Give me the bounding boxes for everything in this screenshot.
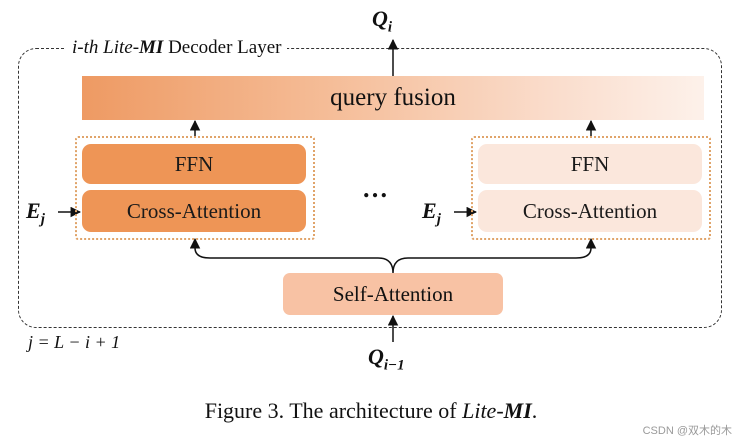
left-branch-group — [75, 136, 315, 240]
caption-model-bold: MI — [503, 398, 532, 423]
left-ffn-label: FFN — [174, 151, 214, 176]
left-ej-symbol: E — [26, 198, 41, 223]
watermark: CSDN @双木的木 — [642, 425, 732, 437]
left-ej-label: Ej — [26, 198, 45, 228]
left-cross-attention-label: Cross-Attention — [126, 198, 262, 223]
layer-title-prefix: i-th — [72, 37, 104, 58]
caption-prefix: Figure 3. The architecture of — [204, 398, 463, 423]
output-q-label: Qi — [372, 6, 392, 36]
right-ej-subscript: j — [436, 211, 441, 228]
right-cross-attention-label: Cross-Attention — [522, 198, 658, 223]
query-fusion-label: query fusion — [330, 84, 456, 111]
layer-title-model-bold: MI — [139, 37, 164, 58]
input-q-label: Qi−1 — [368, 344, 405, 374]
left-ej-subscript: j — [40, 211, 45, 228]
brace-connector — [194, 240, 592, 274]
self-attention-block: Self-Attention — [283, 273, 503, 315]
layer-title-model: Lite- — [103, 37, 140, 58]
right-ej-symbol: E — [422, 198, 437, 223]
input-q-symbol: Q — [368, 344, 384, 369]
index-equation: j = L − i + 1 — [28, 332, 121, 352]
output-q-subscript: i — [387, 19, 393, 36]
right-ffn-label: FFN — [570, 151, 610, 176]
caption-suffix: . — [531, 398, 538, 423]
left-cross-attention-block: Cross-Attention — [82, 190, 306, 232]
output-q-symbol: Q — [372, 6, 388, 31]
figure-caption: Figure 3. The architecture of Lite-MI. — [0, 398, 742, 424]
decoder-layer-frame — [18, 48, 722, 328]
caption-model: Lite- — [462, 398, 504, 423]
right-branch-group — [471, 136, 711, 240]
right-cross-attention-block: Cross-Attention — [478, 190, 702, 232]
branch-ellipsis: … — [362, 174, 389, 203]
layer-title-suffix: Decoder Layer — [163, 37, 282, 58]
input-q-subscript: i−1 — [383, 357, 405, 374]
query-fusion-block: query fusion — [82, 76, 704, 120]
left-ffn-block: FFN — [82, 144, 306, 184]
right-ffn-block: FFN — [478, 144, 702, 184]
right-ej-label: Ej — [422, 198, 441, 228]
layer-title: i-th Lite-MI Decoder Layer — [66, 36, 288, 60]
self-attention-label: Self-Attention — [332, 281, 454, 306]
